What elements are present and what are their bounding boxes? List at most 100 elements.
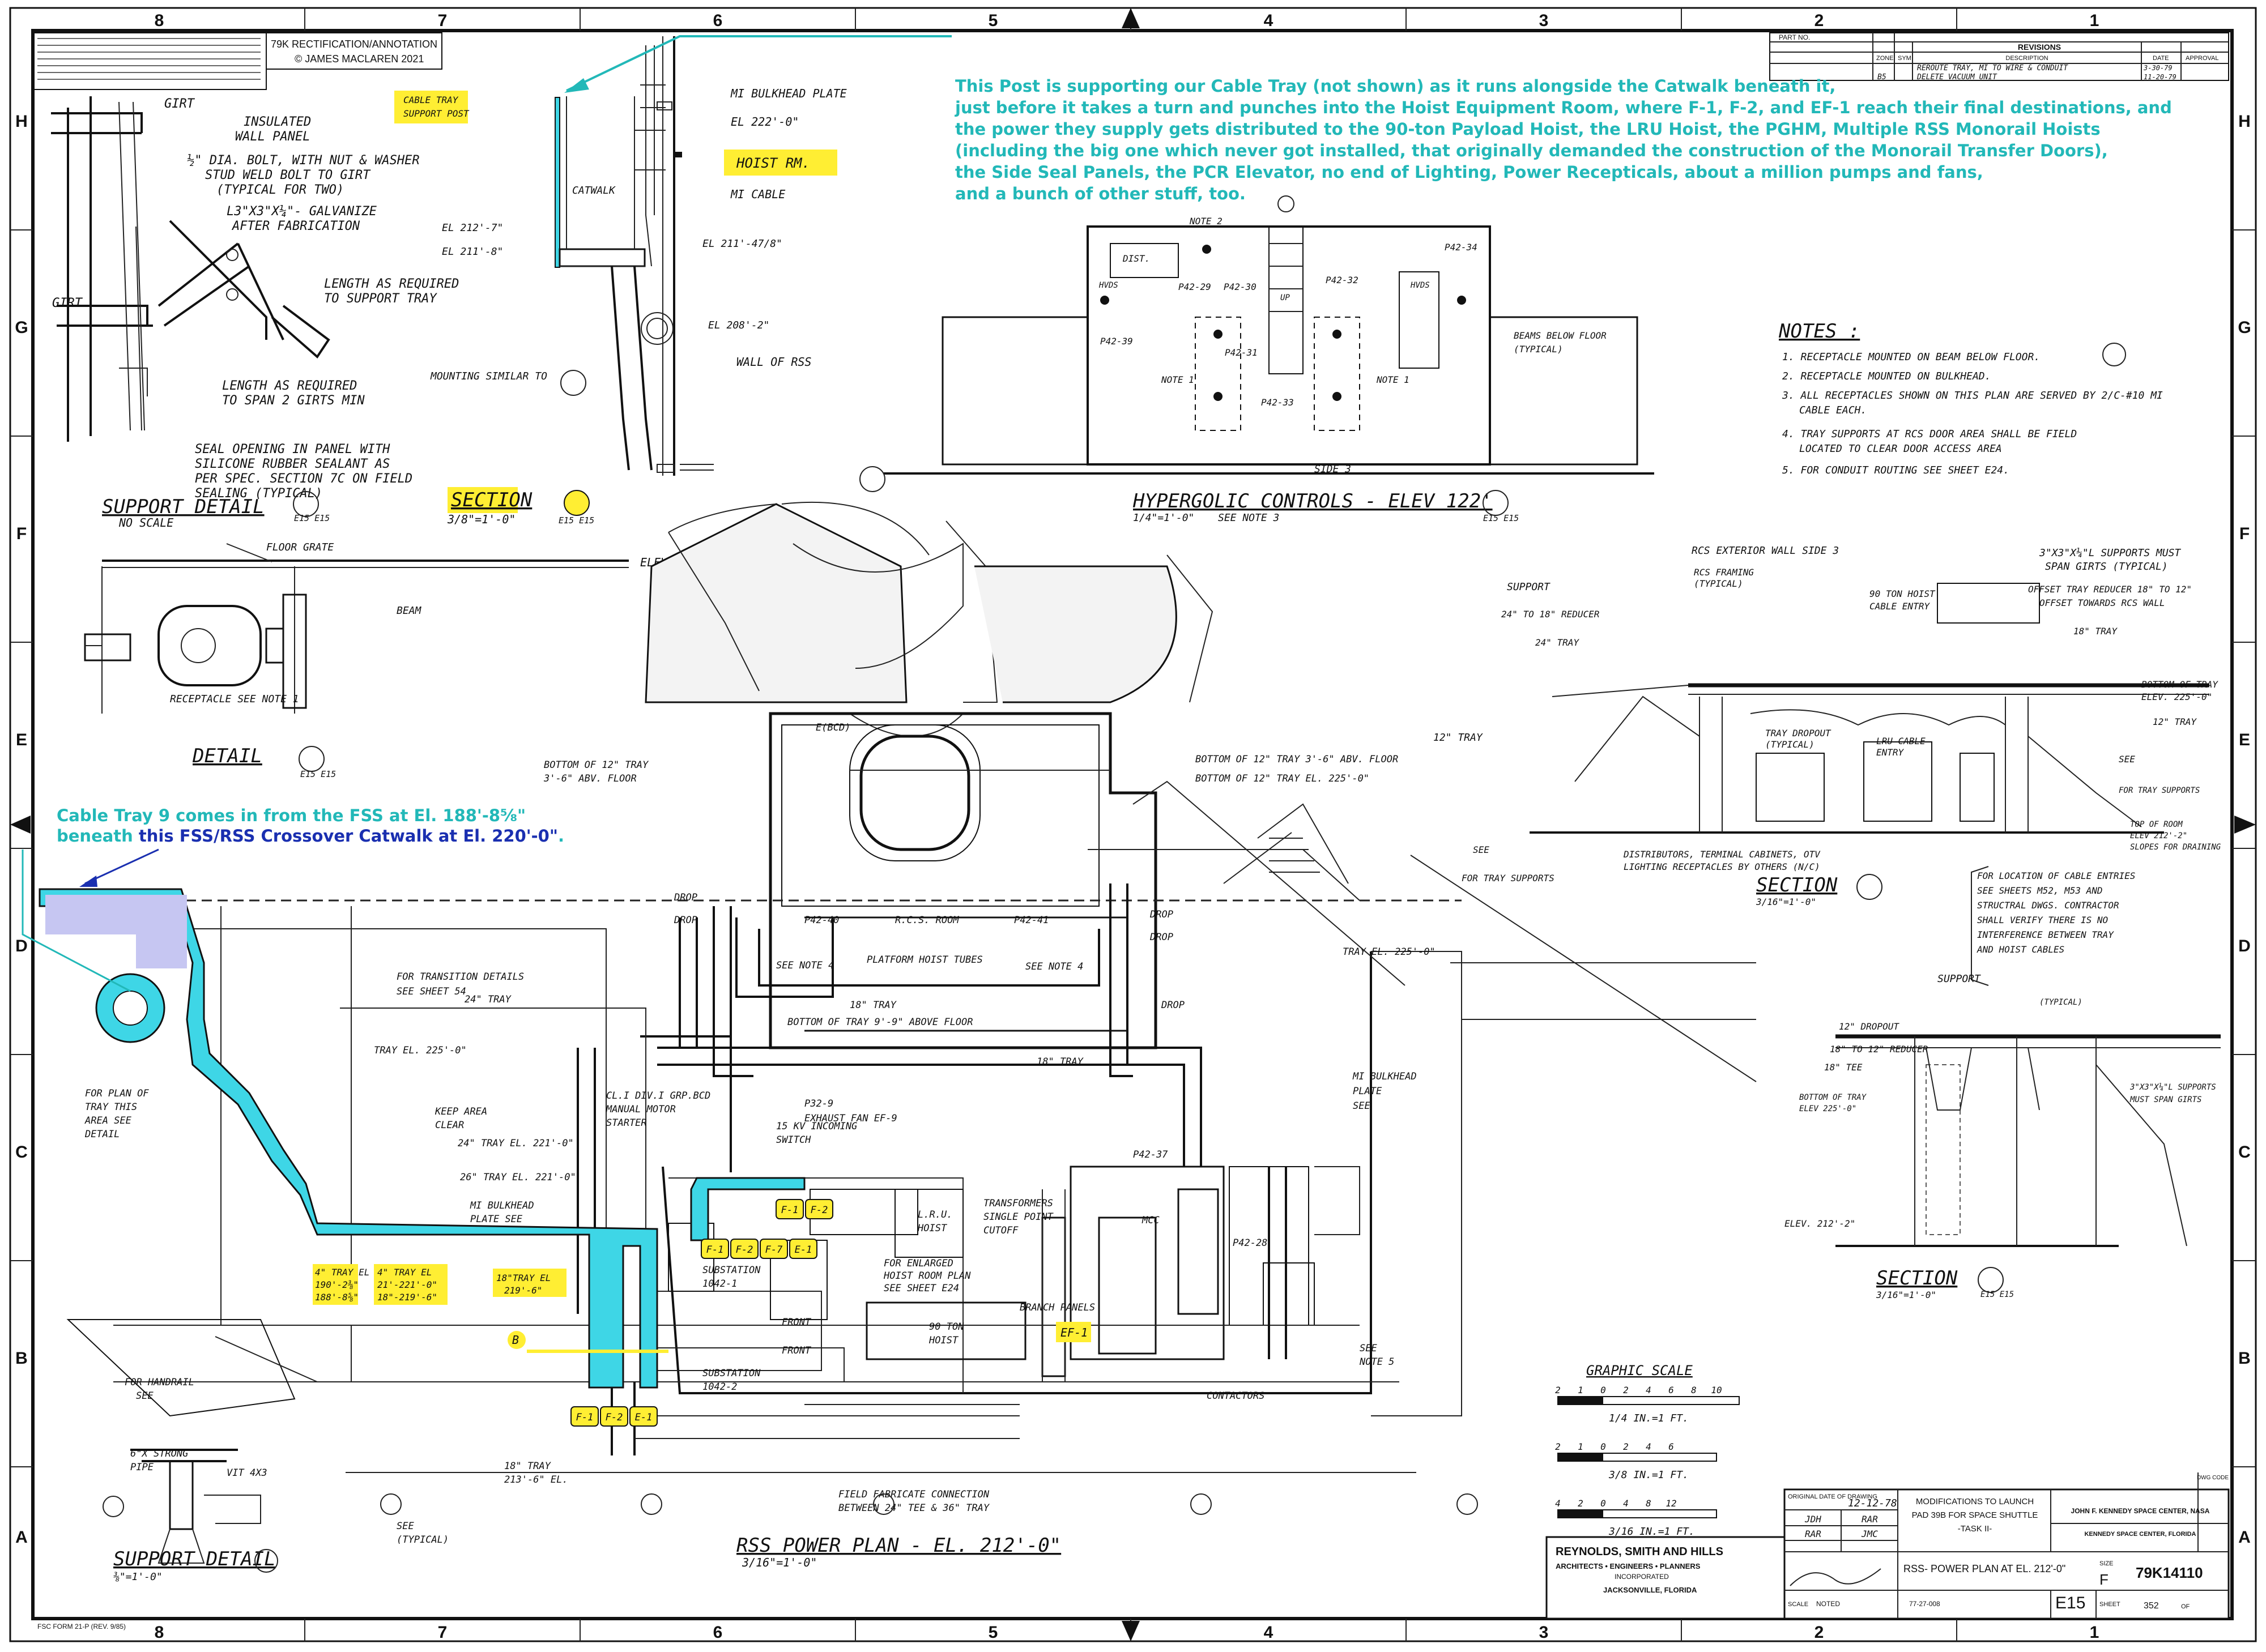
top-tag-0: F-1	[781, 1205, 799, 1216]
sd-label-length2: LENGTH AS REQUIRED	[222, 379, 357, 393]
support-detail-scale: NO SCALE	[118, 516, 173, 530]
section-c-ref: E15 E15	[1980, 1290, 2014, 1299]
post-note-line-4: (including the big one which never got i…	[955, 141, 2108, 160]
graphic-scale-row1-label: 1/4 IN.=1 FT.	[1609, 1412, 1689, 1424]
graphic-scale-title: GRAPHIC SCALE	[1586, 1363, 1693, 1378]
border-row-left-B: B	[15, 1349, 28, 1368]
plan-label-43: FOR ENLARGED	[884, 1258, 953, 1269]
hy-note1-b: NOTE 1	[1376, 374, 1409, 385]
plan-label-32: SWITCH	[776, 1134, 811, 1146]
gs-row0-tick-6: 8	[1691, 1385, 1697, 1395]
border-row-right-B: B	[2238, 1349, 2251, 1368]
gs-row1-tick-4: 4	[1646, 1441, 1651, 1452]
plan-label-10: DROP	[1149, 909, 1173, 920]
sd-label-bolt: ½" DIA. BOLT, WITH NUT & WASHER	[187, 153, 420, 168]
mid-tag-3: E-1	[795, 1244, 812, 1256]
firm-line-1: REYNOLDS, SMITH AND HILLS	[1556, 1546, 1723, 1558]
plan-label-24: KEEP AREA	[435, 1106, 487, 1117]
border-col-top-3: 3	[1539, 11, 1549, 30]
bottom-tag-box-1	[600, 1406, 628, 1427]
plan-label-71: VIT 4X3	[227, 1467, 267, 1479]
drawn-by: JDH	[1804, 1514, 1821, 1525]
plan-label-17: BOTTOM OF TRAY 9'-9" ABOVE FLOOR	[787, 1017, 973, 1028]
tray-el-1-c: 188'-8⅝"	[315, 1292, 359, 1303]
note-3: 3. ALL RECEPTACLES SHOWN ON THIS PLAN AR…	[1782, 390, 2163, 402]
gs-row2-tick-5: 12	[1666, 1498, 1676, 1509]
plan-scale: 3/16"=1'-0"	[742, 1556, 817, 1569]
hy-beams: BEAMS BELOW FLOOR	[1514, 330, 1607, 341]
plan-label-64: TRAY THIS	[85, 1102, 137, 1113]
plan-label-15: SEE NOTE 4	[1025, 961, 1083, 972]
sa-entry: ENTRY	[1876, 747, 1905, 758]
support-detail-bottom-title: SUPPORT DETAIL	[113, 1548, 276, 1570]
plan-label-22: 24" TRAY	[465, 994, 512, 1005]
gs-row0-tick-4: 4	[1646, 1385, 1651, 1395]
crossover-catwalk-highlight	[45, 895, 187, 934]
sd-label-span-girts: TO SPAN 2 GIRTS MIN	[222, 394, 365, 408]
plan-label-9: P42-41	[1014, 915, 1049, 926]
plan-label-13: SEE NOTE 4	[776, 960, 834, 971]
plan-title: RSS POWER PLAN - EL. 212'-0"	[736, 1534, 1061, 1557]
plan-tray-runs	[577, 883, 1287, 1455]
sb-label-el212: EL 212'-7"	[442, 222, 503, 234]
sa-cable-note-4: SHALL VERIFY THERE IS NO	[1977, 915, 2108, 925]
agency: JOHN F. KENNEDY SPACE CENTER, NASA	[2071, 1507, 2210, 1515]
post-note-line-6: and a bunch of other stuff, too.	[955, 184, 1246, 203]
sd-label-silicone: SILICONE RUBBER SEALANT AS	[195, 457, 390, 471]
border-row-left-D: D	[15, 937, 28, 955]
hypergolic-controls-view: NOTE 2 DIST. P42-29 P42-30 P42-32 P42-34…	[859, 195, 1654, 524]
part-no-label: PART NO.	[1779, 33, 1810, 41]
tray-el-2-highlight	[374, 1264, 448, 1305]
plan-label-68: SEE	[136, 1390, 154, 1402]
gs-row1-tick-5: 6	[1668, 1441, 1674, 1452]
rev-header-date: DATE	[2153, 55, 2169, 62]
plan-label-30: EXHAUST FAN EF-9	[804, 1113, 897, 1124]
plan-label-33: P42-37	[1133, 1149, 1168, 1160]
plan-label-27: MANUAL MOTOR	[606, 1104, 676, 1115]
sb-label-wall: WALL OF RSS	[736, 355, 811, 369]
border-col-bottom-6: 6	[713, 1623, 723, 1642]
detail-d-ref: E15 E15	[300, 769, 336, 779]
plan-label-57: FRONT	[782, 1345, 812, 1356]
tray-el-2-a: 4" TRAY EL	[377, 1267, 432, 1278]
plan-label-45: SEE SHEET E24	[884, 1283, 959, 1294]
hy-p42-29: P42-29	[1178, 281, 1211, 292]
sa-bottom-tray: BOTTOM OF TRAY	[2141, 679, 2218, 690]
plan-label-20: FOR TRANSITION DETAILS	[397, 971, 524, 983]
rev-row-2-date: 11-20-79	[2144, 73, 2176, 81]
tray9-note-a: beneath	[57, 826, 139, 846]
section-a-view: RCS EXTERIOR WALL SIDE 3 3"X3"X¼"L SUPPO…	[1433, 545, 2221, 986]
plan-label-50: P42-28	[1233, 1237, 1267, 1249]
plan-label-44: HOIST ROOM PLAN	[883, 1270, 971, 1282]
sheet-label: SHEET	[2099, 1601, 2120, 1608]
plan-label-12: TRAY EL. 225'-0"	[1343, 946, 1436, 958]
border-row-right-F: F	[2239, 524, 2250, 543]
top-tag-box-1	[805, 1199, 833, 1219]
hy-note1-a: NOTE 1	[1161, 374, 1194, 385]
sheet-id: E15	[2055, 1594, 2085, 1612]
plan-label-2: BOTTOM OF 12" TRAY 3'-6" ABV. FLOOR	[1195, 754, 1398, 765]
plan-label-38: 26" TRAY EL. 221'-0"	[460, 1172, 576, 1183]
plan-label-54: 90 TON	[929, 1321, 964, 1333]
firm-line-2: ARCHITECTS • ENGINEERS • PLANNERS	[1556, 1562, 1701, 1570]
dd-floor-grate: FLOOR GRATE	[266, 541, 334, 553]
project-line-3: -TASK II-	[1958, 1524, 1992, 1534]
sb-label-el222: EL 222'-0"	[731, 115, 799, 129]
tray9-note-line-2: beneath this FSS/RSS Crossover Catwalk a…	[57, 826, 564, 846]
dd-beam: BEAM	[397, 605, 422, 617]
plan-label-66: DETAIL	[84, 1129, 120, 1140]
sd-label-length1: LENGTH AS REQUIRED	[324, 277, 459, 291]
note-2: 2. RECEPTACLE MOUNTED ON BULKHEAD.	[1782, 370, 1991, 382]
border-col-bottom-8: 8	[155, 1623, 164, 1642]
sheet-of: OF	[2181, 1603, 2190, 1610]
plan-label-60: CONTACTORS	[1207, 1390, 1264, 1402]
hypergolic-scale: 1/4"=1'-0"	[1133, 512, 1194, 524]
revisions-title: REVISIONS	[2018, 42, 2061, 52]
original-date: 12-12-78	[1848, 1497, 1897, 1509]
sa-typical: (TYPICAL)	[1694, 578, 1743, 589]
support-detail-ref: E15 E15	[294, 513, 330, 523]
sd-label-typ-two: (TYPICAL FOR TWO)	[216, 183, 344, 197]
plan-label-36: SEE	[1353, 1100, 1370, 1112]
